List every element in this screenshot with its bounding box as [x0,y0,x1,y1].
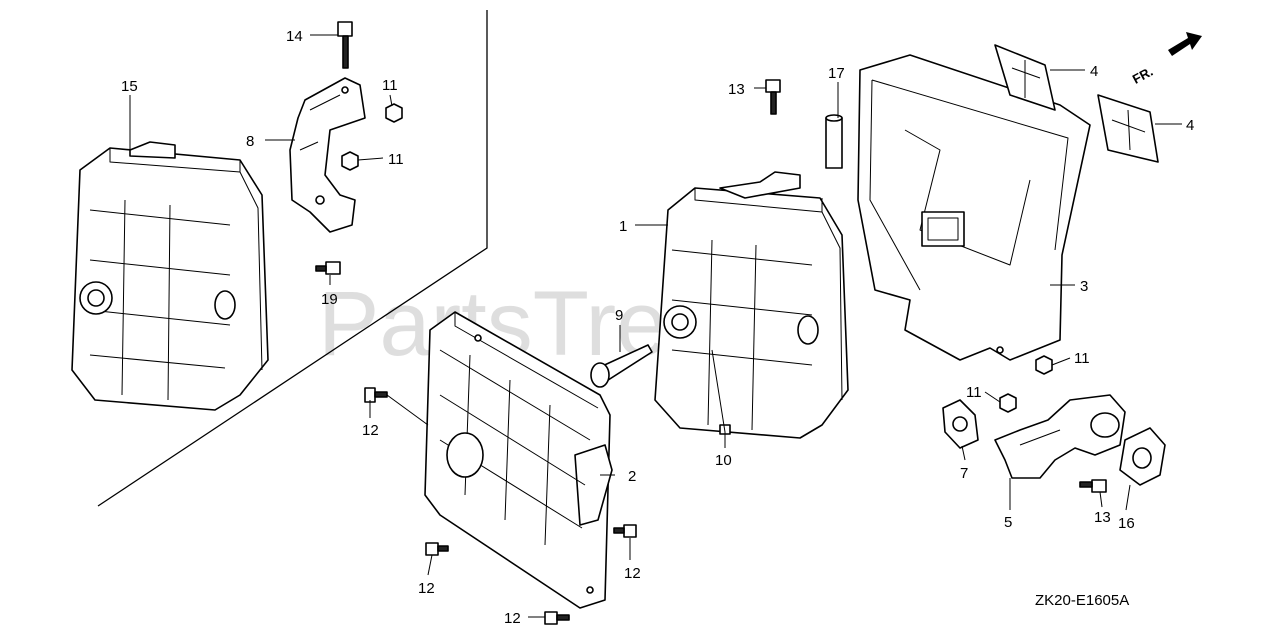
divider-line [97,10,488,507]
part-rubber-4-lower[interactable] [1097,94,1159,163]
callout-3[interactable]: 3 [1080,278,1088,295]
callout-12-b[interactable]: 12 [418,580,435,597]
callout-5[interactable]: 5 [1004,514,1012,531]
part-bolt-13-lower[interactable] [1079,479,1107,493]
callout-19[interactable]: 19 [321,291,338,308]
callout-4-a[interactable]: 4 [1090,63,1098,80]
part-bolt-19[interactable] [315,261,341,275]
callout-1[interactable]: 1 [619,218,627,235]
callout-17[interactable]: 17 [828,65,845,82]
part-gasket-7[interactable] [942,399,979,449]
callout-16[interactable]: 16 [1118,515,1135,532]
front-label: FR. [1130,64,1156,87]
part-exhaust-pipe-5[interactable] [994,394,1126,479]
part-nut-11-lower-left[interactable] [341,151,359,171]
part-muffler-1[interactable] [654,171,849,439]
callouts: 14 15 11 8 11 19 12 12 12 12 2 9 13 17 1… [121,28,1194,627]
diagram-code: ZK20-E1605A [1035,592,1129,609]
part-rubber-4-upper[interactable] [994,44,1056,111]
part-screw-12-c[interactable] [613,524,637,538]
callout-13-a[interactable]: 13 [728,81,745,98]
callout-11-d[interactable]: 11 [966,384,982,401]
callout-13-b[interactable]: 13 [1094,509,1111,526]
callout-9[interactable]: 9 [615,307,623,324]
callout-12-d[interactable]: 12 [504,610,521,627]
part-screw-12-a[interactable] [364,387,388,403]
callout-7[interactable]: 7 [960,465,968,482]
callout-12-a[interactable]: 12 [362,422,379,439]
part-spark-arrester-9[interactable] [590,344,653,388]
part-screw-12-b[interactable] [425,542,449,556]
part-bracket-8[interactable] [289,77,366,233]
part-muffler-cover-3[interactable] [857,54,1091,361]
part-gasket-16[interactable] [1119,427,1166,486]
callout-8[interactable]: 8 [246,133,254,150]
callout-4-b[interactable]: 4 [1186,117,1194,134]
part-bolt-13-upper[interactable] [765,79,781,115]
callout-2[interactable]: 2 [628,468,636,485]
callout-15[interactable]: 15 [121,78,138,95]
callout-11-c[interactable]: 11 [1074,350,1090,367]
part-nut-11-upper-left[interactable] [385,103,403,123]
part-nut-11-upper-right[interactable] [1035,355,1053,375]
callout-12-c[interactable]: 12 [624,565,641,582]
part-bolt-14[interactable] [337,21,353,69]
front-direction-arrow: FR. [1130,32,1202,87]
part-screw-12-d[interactable] [544,611,570,625]
callout-11-a[interactable]: 11 [382,77,398,94]
callout-10[interactable]: 10 [715,452,732,469]
callout-11-b[interactable]: 11 [388,151,404,168]
part-muffler-alt-15[interactable] [71,141,269,411]
part-muffler-protector-2[interactable] [424,311,613,609]
callout-14[interactable]: 14 [286,28,303,45]
part-nut-11-lower-right[interactable] [999,393,1017,413]
leader-lines [129,34,1182,618]
part-collar-17[interactable] [825,114,843,169]
